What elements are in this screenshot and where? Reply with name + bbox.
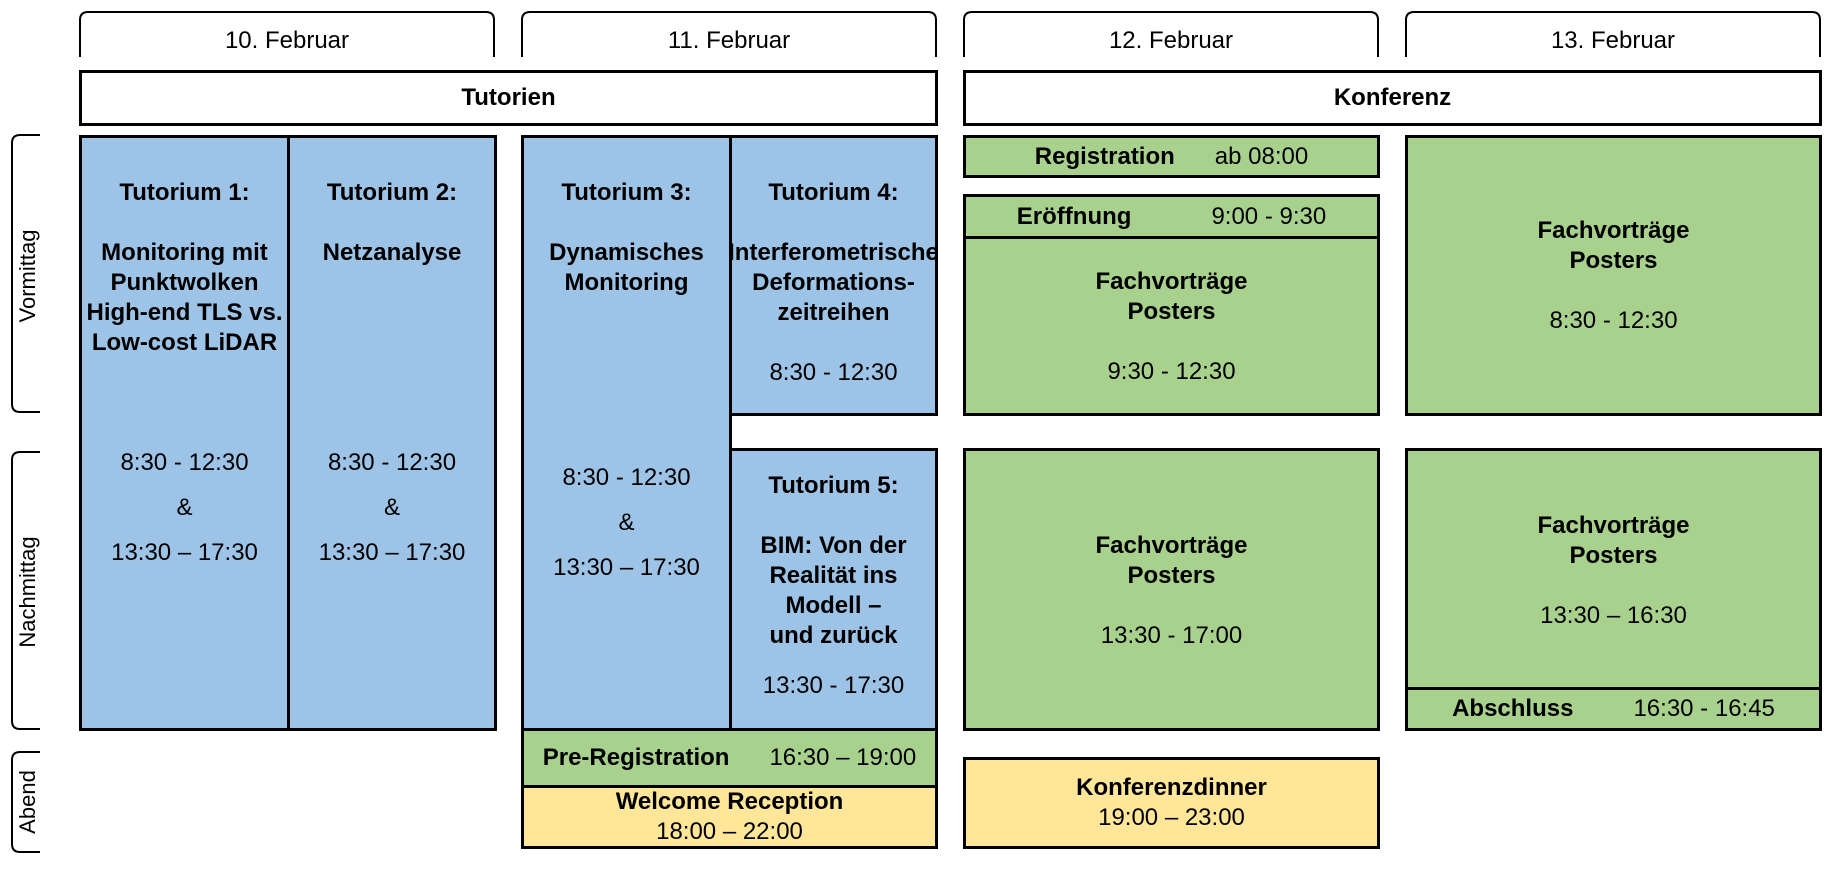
day-label-2: 11. Februar bbox=[667, 27, 791, 54]
conference-dinner-time: 19:00 – 23:00 bbox=[1098, 804, 1245, 831]
conference-dinner-label: Konferenzdinner bbox=[1076, 774, 1267, 801]
tutorium-1-line: Low-cost LiDAR bbox=[91, 329, 278, 356]
tutorium-3-line: Monitoring bbox=[564, 269, 689, 296]
tutorium-4-line: Interferometrische bbox=[728, 239, 939, 266]
talks-12-afternoon-line2: Posters bbox=[1127, 562, 1216, 589]
welcome-reception-label: Welcome Reception bbox=[615, 788, 844, 815]
session-tutorium-5: Tutorium 5: BIM: Von der Realität ins Mo… bbox=[729, 448, 938, 731]
tutorium-1-title: Tutorium 1: bbox=[119, 179, 250, 206]
talks-13-morning-time: 8:30 - 12:30 bbox=[1549, 307, 1678, 334]
tutorium-1-line: High-end TLS vs. bbox=[86, 299, 283, 326]
session-tutorium-3: Tutorium 3: Dynamisches Monitoring 8:30 … bbox=[521, 135, 732, 731]
tutorium-1-line: Punktwolken bbox=[110, 269, 259, 296]
registration-label: Registration bbox=[1034, 142, 1175, 170]
tutorium-5-line: BIM: Von der bbox=[760, 532, 907, 559]
section-conference-label: Konferenz bbox=[1333, 84, 1452, 111]
tutorium-4-line: zeitreihen bbox=[777, 299, 890, 326]
section-conference: Konferenz bbox=[963, 70, 1822, 126]
tutorium-5-time: 13:30 - 17:30 bbox=[762, 672, 905, 699]
section-tutorials: Tutorien bbox=[79, 70, 938, 126]
tutorium-3-title: Tutorium 3: bbox=[561, 179, 692, 206]
session-registration: Registration ab 08:00 bbox=[963, 135, 1380, 178]
side-bracket-afternoon bbox=[11, 451, 40, 730]
day-bracket-1 bbox=[79, 11, 495, 57]
registration-time: ab 08:00 bbox=[1214, 142, 1309, 170]
tutorium-2-time-morning: 8:30 - 12:30 bbox=[327, 449, 457, 476]
day-bracket-3 bbox=[963, 11, 1379, 57]
tutorium-3-amp: & bbox=[618, 509, 635, 536]
session-talks-13-morning: Fachvorträge Posters 8:30 - 12:30 bbox=[1405, 135, 1822, 416]
session-welcome-reception: Welcome Reception 18:00 – 22:00 bbox=[521, 785, 938, 849]
tutorium-4-line: Deformations- bbox=[752, 269, 915, 296]
tutorium-1-time-morning: 8:30 - 12:30 bbox=[120, 449, 249, 476]
tutorium-5-line: und zurück bbox=[769, 622, 898, 649]
side-bracket-morning bbox=[11, 134, 40, 413]
session-closing: Abschluss 16:30 - 16:45 bbox=[1405, 687, 1822, 731]
tutorium-2-line: Netzanalyse bbox=[322, 239, 462, 266]
session-pre-registration: Pre-Registration 16:30 – 19:00 bbox=[521, 728, 938, 788]
tutorium-4-time: 8:30 - 12:30 bbox=[769, 359, 898, 386]
session-talks-12-afternoon: Fachvorträge Posters 13:30 - 17:00 bbox=[963, 448, 1380, 731]
pre-registration-label: Pre-Registration bbox=[542, 744, 730, 771]
day-bracket-2 bbox=[521, 11, 937, 57]
opening-time: 9:00 - 9:30 bbox=[1211, 202, 1327, 230]
talks-12-morning-line2: Posters bbox=[1127, 298, 1216, 325]
pre-registration-time: 16:30 – 19:00 bbox=[769, 744, 917, 771]
session-talks-12-morning: Fachvorträge Posters 9:30 - 12:30 bbox=[963, 236, 1380, 416]
session-conference-dinner: Konferenzdinner 19:00 – 23:00 bbox=[963, 757, 1380, 849]
side-bracket-evening bbox=[11, 751, 40, 853]
period-morning: Vormittag bbox=[15, 229, 40, 323]
tutorium-5-title: Tutorium 5: bbox=[768, 472, 899, 499]
closing-time: 16:30 - 16:45 bbox=[1633, 695, 1775, 722]
period-evening: Abend bbox=[15, 770, 40, 834]
tutorium-3-time-morning: 8:30 - 12:30 bbox=[562, 464, 691, 491]
session-tutorium-1: Tutorium 1: Monitoring mit Punktwolken H… bbox=[79, 135, 290, 731]
session-talks-13-afternoon: Fachvorträge Posters 13:30 – 16:30 bbox=[1405, 448, 1822, 690]
tutorium-1-line: Monitoring mit bbox=[101, 239, 268, 266]
talks-12-afternoon-line1: Fachvorträge bbox=[1095, 532, 1248, 559]
day-label-1: 10. Februar bbox=[224, 27, 350, 54]
opening-label: Eröffnung bbox=[1016, 202, 1132, 230]
day-label-4: 13. Februar bbox=[1550, 27, 1676, 54]
closing-label: Abschluss bbox=[1452, 695, 1574, 722]
talks-12-morning-line1: Fachvorträge bbox=[1095, 268, 1248, 295]
tutorium-1-time-afternoon: 13:30 – 17:30 bbox=[111, 539, 258, 566]
tutorium-3-time-afternoon: 13:30 – 17:30 bbox=[553, 554, 700, 581]
day-bracket-4 bbox=[1405, 11, 1821, 57]
talks-13-afternoon-line2: Posters bbox=[1569, 542, 1658, 569]
tutorium-2-title: Tutorium 2: bbox=[326, 179, 458, 206]
talks-13-morning-line1: Fachvorträge bbox=[1537, 217, 1690, 244]
talks-13-afternoon-line1: Fachvorträge bbox=[1537, 512, 1690, 539]
session-opening: Eröffnung 9:00 - 9:30 bbox=[963, 194, 1380, 239]
section-tutorials-label: Tutorien bbox=[461, 84, 556, 111]
talks-12-afternoon-time: 13:30 - 17:00 bbox=[1100, 622, 1243, 649]
talks-13-morning-line2: Posters bbox=[1569, 247, 1658, 274]
talks-13-afternoon-time: 13:30 – 16:30 bbox=[1540, 602, 1687, 629]
tutorium-5-line: Realität ins bbox=[769, 562, 898, 589]
day-label-3: 12. Februar bbox=[1108, 27, 1234, 54]
tutorium-3-line: Dynamisches bbox=[549, 239, 704, 266]
tutorium-1-amp: & bbox=[176, 494, 193, 521]
session-tutorium-4: Tutorium 4: Interferometrische Deformati… bbox=[728, 135, 939, 416]
talks-12-morning-time: 9:30 - 12:30 bbox=[1107, 358, 1236, 385]
period-afternoon: Nachmittag bbox=[15, 536, 40, 648]
session-tutorium-2: Tutorium 2: Netzanalyse 8:30 - 12:30 & 1… bbox=[287, 135, 497, 731]
tutorium-5-line: Modell – bbox=[785, 592, 882, 619]
tutorium-2-time-afternoon: 13:30 – 17:30 bbox=[318, 539, 466, 566]
tutorium-2-amp: & bbox=[383, 494, 400, 521]
welcome-reception-time: 18:00 – 22:00 bbox=[656, 818, 803, 845]
tutorium-4-title: Tutorium 4: bbox=[768, 179, 899, 206]
